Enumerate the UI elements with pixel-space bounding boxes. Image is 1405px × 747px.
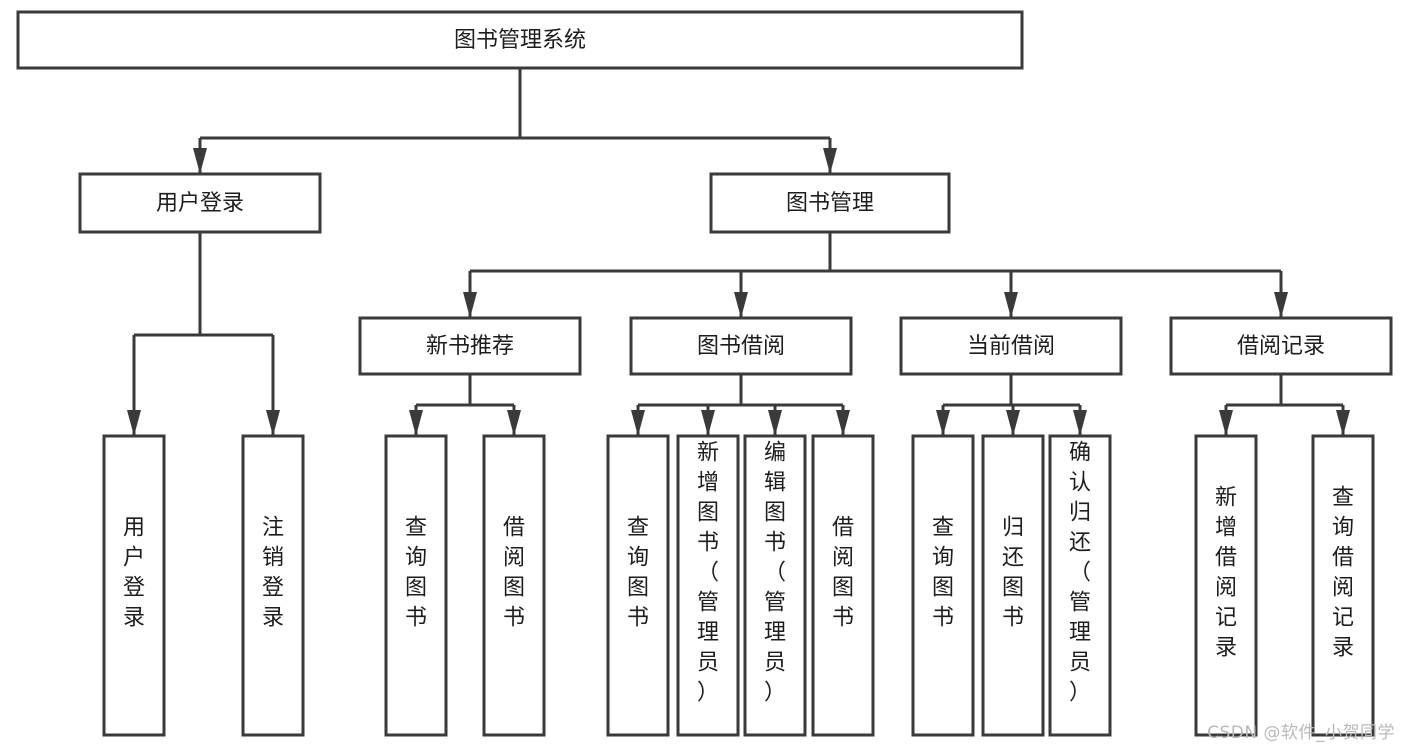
connector-layer [127,68,1350,436]
arrow-head-icon [631,410,645,436]
watermark-text: CSDN @软件_小贺同学 [1207,723,1395,743]
node-label: 新增图书（管理员） [697,441,719,706]
arrow-head-icon [193,148,207,174]
node-leaf-newbook-query[interactable]: 查询图书 [384,434,448,737]
arrow-head-icon [463,292,477,318]
arrow-head-icon [1274,292,1288,318]
node-box [1169,316,1393,376]
node-layer: 图书管理系统用户登录图书管理新书推荐图书借阅当前借阅借阅记录用户登录注销登录查询… [16,10,1393,737]
node-newbook[interactable]: 新书推荐 [358,316,582,376]
node-box [811,434,875,737]
node-box [241,434,305,737]
arrow-head-icon [1336,410,1350,436]
node-leaf-user-logout[interactable]: 注销登录 [241,434,305,737]
node-box [676,434,740,737]
node-label: 用户登录 [156,191,244,216]
node-box [709,172,951,234]
arrow-head-icon [1006,410,1020,436]
node-box [1311,434,1375,737]
node-label: 确认归还（管理员） [1069,441,1091,706]
node-label: 图书管理 [786,191,874,216]
node-bookmgmt[interactable]: 图书管理 [709,172,951,234]
arrow-head-icon [701,410,715,436]
node-label: 用户登录 [123,516,145,631]
node-label: 当前借阅 [967,334,1055,359]
node-label: 注销登录 [262,516,284,631]
node-records[interactable]: 借阅记录 [1169,316,1393,376]
node-root[interactable]: 图书管理系统 [16,10,1024,70]
arrow-head-icon [936,410,950,436]
node-login[interactable]: 用户登录 [78,172,322,234]
node-box [384,434,448,737]
node-box [1048,434,1112,737]
node-label: 查询图书 [405,516,427,631]
node-box [743,434,807,737]
node-box [482,434,546,737]
node-label: 编辑图书（管理员） [764,441,786,706]
node-box [102,434,166,737]
node-box [981,434,1045,737]
node-leaf-current-return[interactable]: 归还图书 [981,434,1045,737]
node-label: 图书管理系统 [454,28,586,53]
arrow-head-icon [836,410,850,436]
node-label: 查询图书 [932,516,954,631]
node-label: 归还图书 [1002,516,1024,631]
node-leaf-records-query[interactable]: 查询借阅记录 [1311,434,1375,737]
node-current[interactable]: 当前借阅 [899,316,1123,376]
arrow-head-icon [266,410,280,436]
node-label: 图书借阅 [697,334,785,359]
arrow-head-icon [734,292,748,318]
node-borrow[interactable]: 图书借阅 [629,316,853,376]
arrow-head-icon [1004,292,1018,318]
node-box [911,434,975,737]
node-label: 借阅记录 [1237,334,1325,359]
node-leaf-current-confirm[interactable]: 确认归还（管理员） [1048,434,1112,737]
node-leaf-user-login[interactable]: 用户登录 [102,434,166,737]
node-label: 新书推荐 [426,334,514,359]
node-box [629,316,853,376]
arrow-head-icon [823,148,837,174]
node-leaf-current-query[interactable]: 查询图书 [911,434,975,737]
arrow-head-icon [768,410,782,436]
node-leaf-records-add[interactable]: 新增借阅记录 [1194,434,1258,737]
arrow-head-icon [1073,410,1087,436]
arrow-head-icon [1219,410,1233,436]
node-box [16,10,1024,70]
node-label: 新增借阅记录 [1215,486,1237,661]
node-leaf-borrow-add[interactable]: 新增图书（管理员） [676,434,740,737]
node-label: 借阅图书 [503,516,525,631]
node-label: 查询借阅记录 [1332,486,1354,661]
node-leaf-borrow-lend[interactable]: 借阅图书 [811,434,875,737]
arrow-head-icon [127,410,141,436]
node-box [358,316,582,376]
node-box [899,316,1123,376]
node-box [78,172,322,234]
node-leaf-borrow-query[interactable]: 查询图书 [606,434,670,737]
node-leaf-newbook-borrow[interactable]: 借阅图书 [482,434,546,737]
node-leaf-borrow-edit[interactable]: 编辑图书（管理员） [743,434,807,737]
node-label: 查询图书 [627,516,649,631]
arrow-head-icon [409,410,423,436]
node-label: 借阅图书 [832,516,854,631]
node-box [1194,434,1258,737]
arrow-head-icon [507,410,521,436]
node-box [606,434,670,737]
